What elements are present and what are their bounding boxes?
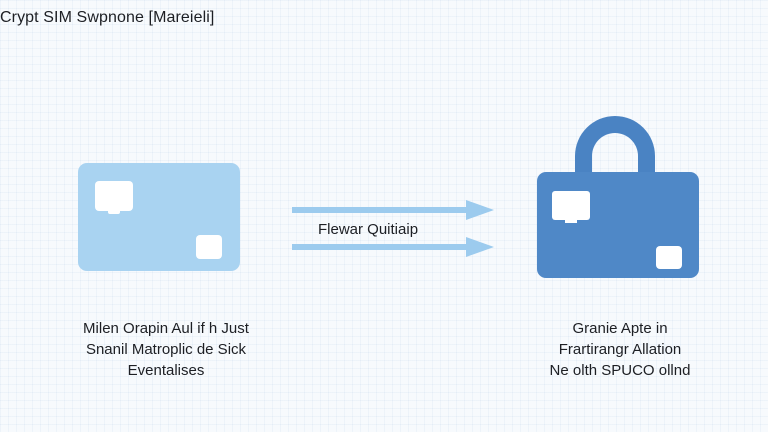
sim-chip-icon (95, 181, 133, 214)
left-caption-line: Snanil Matroplic de Sick (85, 341, 247, 358)
right-caption: Granie Apte in Frartirangr Allation Ne o… (522, 318, 718, 381)
right-caption-line: Frartirangr Allation (558, 341, 682, 358)
lock-chip-small-icon (656, 246, 682, 269)
sim-chip-small-icon (196, 235, 222, 259)
left-caption-line: Eventalises (127, 362, 205, 379)
lock-chip-icon (552, 191, 590, 223)
left-caption-line: Milen Orapin Aul if h Just (83, 320, 249, 337)
right-caption-line: Granie Apte in (572, 320, 668, 337)
arrow-right-icon (292, 237, 494, 257)
page-title: Crypt SIM Swpnone [Mareieli] (0, 9, 215, 26)
arrow-label: Flewar Quitiaip (318, 221, 419, 238)
arrow-right-icon (292, 200, 494, 220)
left-caption: Milen Orapin Aul if h Just Snanil Matrop… (48, 318, 284, 381)
right-caption-line: Ne olth SPUCO ollnd (549, 362, 691, 379)
